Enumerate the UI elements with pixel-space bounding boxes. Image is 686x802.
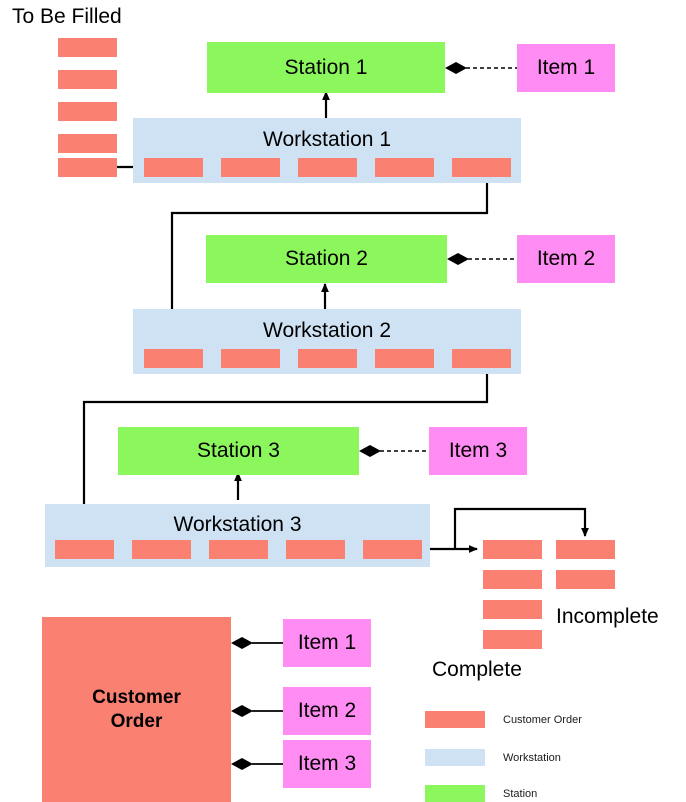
station-3-label: Station 3 xyxy=(197,439,280,462)
workstation-slot[interactable] xyxy=(221,158,280,177)
pending-order-stack xyxy=(58,38,117,178)
complete-pile-label: Complete xyxy=(432,658,522,681)
legend-label-station: Station xyxy=(503,788,538,800)
workstation-2-box[interactable]: Workstation 2 xyxy=(133,309,521,374)
order-card[interactable] xyxy=(58,38,117,57)
order-item-2-label: Item 2 xyxy=(297,699,357,722)
complete-pile xyxy=(483,540,542,650)
order-item-1-label: Item 1 xyxy=(297,631,357,654)
workstation-slot[interactable] xyxy=(221,349,280,368)
legend-label-customer-order: Customer Order xyxy=(503,714,582,726)
workstation-slot[interactable] xyxy=(452,349,511,368)
wire-order-item1 xyxy=(231,637,283,649)
order-item-2-box[interactable]: Item 2 xyxy=(283,687,371,735)
item-1-box-station[interactable]: Item 1 xyxy=(517,44,615,92)
to-be-filled-label: To Be Filled xyxy=(12,5,122,28)
legend-label-workstation: Workstation xyxy=(503,752,561,764)
incomplete-order-card[interactable] xyxy=(556,570,615,589)
workstation-2-label: Workstation 2 xyxy=(263,319,391,342)
workstation-slot[interactable] xyxy=(286,540,345,559)
workstation-slot[interactable] xyxy=(144,349,203,368)
workstation-slot[interactable] xyxy=(132,540,191,559)
item-2-label: Item 2 xyxy=(536,247,596,270)
order-card[interactable] xyxy=(58,70,117,89)
incomplete-pile xyxy=(556,540,615,590)
item-2-box-station[interactable]: Item 2 xyxy=(517,235,615,283)
order-card[interactable] xyxy=(58,158,117,177)
item-3-box-station[interactable]: Item 3 xyxy=(429,427,527,475)
station-1-box[interactable]: Station 1 xyxy=(207,42,445,93)
station-2-label: Station 2 xyxy=(285,247,368,270)
workstation-3-box[interactable]: Workstation 3 xyxy=(45,504,430,567)
workstation-1-label: Workstation 1 xyxy=(263,128,391,151)
workstation-slot[interactable] xyxy=(363,540,422,559)
workstation-3-label: Workstation 3 xyxy=(173,513,302,536)
workstation-slot[interactable] xyxy=(144,158,203,177)
order-item-3-label: Item 3 xyxy=(297,752,357,775)
wire-station3-item3 xyxy=(359,445,429,457)
incomplete-order-card[interactable] xyxy=(556,540,615,559)
complete-order-card[interactable] xyxy=(483,570,542,589)
workstation-slot[interactable] xyxy=(298,158,357,177)
legend-swatch-customer-order xyxy=(425,711,485,728)
station-2-box[interactable]: Station 2 xyxy=(206,235,447,283)
complete-order-card[interactable] xyxy=(483,630,542,649)
legend-swatch-station xyxy=(425,785,485,802)
wire-station1-item1 xyxy=(445,62,517,74)
customer-order-box[interactable]: Customer Order xyxy=(42,617,231,802)
workstation-slot[interactable] xyxy=(452,158,511,177)
order-card[interactable] xyxy=(58,134,117,153)
customer-order-label-line2: Order xyxy=(110,710,163,732)
workstation-1-box[interactable]: Workstation 1 xyxy=(133,118,521,183)
legend: Customer Order Workstation Station xyxy=(425,711,665,802)
workstation-slot[interactable] xyxy=(298,349,357,368)
incomplete-pile-label: Incomplete xyxy=(556,605,659,628)
workstation-slot[interactable] xyxy=(375,349,434,368)
station-1-label: Station 1 xyxy=(284,55,368,79)
order-card[interactable] xyxy=(58,102,117,121)
wire-order-item2 xyxy=(231,705,283,717)
item-3-label: Item 3 xyxy=(448,439,508,462)
wire-station2-item2 xyxy=(447,253,517,265)
workstation-slot[interactable] xyxy=(209,540,268,559)
station-3-box[interactable]: Station 3 xyxy=(118,427,359,475)
workstation-slot[interactable] xyxy=(55,540,114,559)
workstation-slot[interactable] xyxy=(375,158,434,177)
legend-swatch-workstation xyxy=(425,749,485,766)
wire-order-item3 xyxy=(231,758,283,770)
customer-order-label-line1: Customer xyxy=(92,686,181,708)
item-1-label: Item 1 xyxy=(536,56,596,79)
order-item-3-box[interactable]: Item 3 xyxy=(283,740,371,788)
complete-order-card[interactable] xyxy=(483,600,542,619)
order-item-1-box[interactable]: Item 1 xyxy=(283,619,371,667)
complete-order-card[interactable] xyxy=(483,540,542,559)
